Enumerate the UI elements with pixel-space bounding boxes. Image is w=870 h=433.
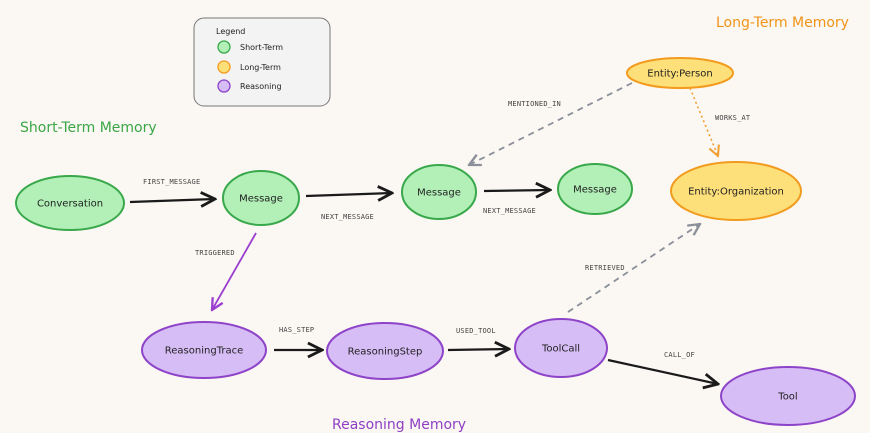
legend-item-long-term: Long-Term (217, 60, 281, 74)
edge-line-triggered (212, 232, 257, 310)
reasoning-memory-title: Reasoning Memory (332, 417, 466, 433)
short-term-memory-title: Short-Term Memory (20, 120, 157, 136)
node-shape-person (626, 57, 734, 89)
node-shape-step (326, 322, 444, 380)
legend-item-short-term: Short-Term (217, 40, 283, 54)
node-label-organization: Entity:Organization (688, 187, 784, 198)
edge-retrieved: RETRIEVED (567, 224, 700, 313)
edge-next-message-1: NEXT_MESSAGE (305, 193, 392, 221)
node-label-trace: ReasoningTrace (165, 346, 243, 357)
node-label-step: ReasoningStep (348, 347, 423, 358)
node-label-toolcall: ToolCall (541, 344, 580, 355)
legend-label-reasoning: Reasoning (240, 82, 282, 91)
edge-has-step: HAS_STEP (274, 326, 322, 350)
edge-label-next-message-1: NEXT_MESSAGE (321, 213, 374, 221)
edge-label-next-message-2: NEXT_MESSAGE (483, 207, 536, 215)
edge-label-works-at: WORKS_AT (715, 114, 751, 122)
node-toolcall[interactable]: ToolCall (514, 318, 608, 378)
node-organization[interactable]: Entity:Organization (670, 161, 802, 221)
edge-label-retrieved: RETRIEVED (585, 264, 625, 272)
node-shape-message2 (401, 164, 477, 220)
legend-box (193, 17, 331, 107)
legend-label-long-term: Long-Term (240, 63, 281, 72)
edge-first-message: FIRST_MESSAGE (129, 178, 215, 202)
node-person[interactable]: Entity:Person (626, 57, 734, 89)
legend-title: Legend (216, 27, 245, 36)
long-term-memory-title: Long-Term Memory (716, 15, 849, 31)
node-label-message1: Message (239, 194, 283, 205)
edge-label-first-message: FIRST_MESSAGE (143, 178, 200, 186)
node-shape-conversation (15, 175, 125, 231)
node-label-tool: Tool (777, 392, 797, 403)
edge-used-tool: USED_TOOL (447, 327, 509, 350)
node-trace[interactable]: ReasoningTrace (141, 321, 267, 379)
node-message1[interactable]: Message (222, 170, 300, 226)
reasoning-swatch (217, 79, 231, 93)
edge-line-first-message (129, 199, 215, 202)
node-step[interactable]: ReasoningStep (326, 322, 444, 380)
edge-works-at: WORKS_AT (689, 87, 751, 156)
node-conversation[interactable]: Conversation (15, 175, 125, 231)
edge-mentioned-in: MENTIONED_IN (469, 82, 633, 165)
short-term-swatch (217, 40, 231, 54)
node-shape-message3 (557, 163, 633, 215)
node-tool[interactable]: Tool (720, 366, 856, 426)
node-shape-message1 (222, 170, 300, 226)
edge-label-used-tool: USED_TOOL (456, 327, 496, 335)
node-message3[interactable]: Message (557, 163, 633, 215)
edge-next-message-2: NEXT_MESSAGE (483, 190, 550, 215)
edge-line-next-message-1 (305, 193, 392, 196)
edge-call-of: CALL_OF (607, 351, 718, 384)
node-shape-organization (670, 161, 802, 221)
node-shape-tool (720, 366, 856, 426)
edge-label-mentioned-in: MENTIONED_IN (508, 100, 561, 108)
edge-line-next-message-2 (483, 190, 550, 191)
node-shape-trace (141, 321, 267, 379)
edge-line-works-at (689, 87, 718, 156)
long-term-swatch (217, 60, 231, 74)
edge-line-call-of (607, 358, 718, 384)
edge-triggered: TRIGGERED (195, 232, 257, 310)
edge-line-used-tool (447, 349, 509, 350)
edge-line-mentioned-in (469, 82, 633, 165)
legend-label-short-term: Short-Term (240, 43, 283, 52)
node-label-conversation: Conversation (37, 199, 103, 210)
edges: FIRST_MESSAGE NEXT_MESSAGE NEXT_MESSAGE MEN… (129, 82, 751, 384)
legend: Legend Short-Term Long-Term Reasoning (193, 17, 331, 107)
node-label-message3: Message (573, 185, 617, 196)
edge-label-triggered: TRIGGERED (195, 249, 235, 257)
node-message2[interactable]: Message (401, 164, 477, 220)
node-label-message2: Message (417, 188, 461, 199)
edge-label-call-of: CALL_OF (664, 351, 695, 359)
legend-item-reasoning: Reasoning (217, 79, 282, 93)
edge-label-has-step: HAS_STEP (279, 326, 314, 334)
edge-line-retrieved (567, 224, 700, 313)
node-label-person: Entity:Person (647, 69, 712, 80)
node-shape-toolcall (514, 318, 608, 378)
